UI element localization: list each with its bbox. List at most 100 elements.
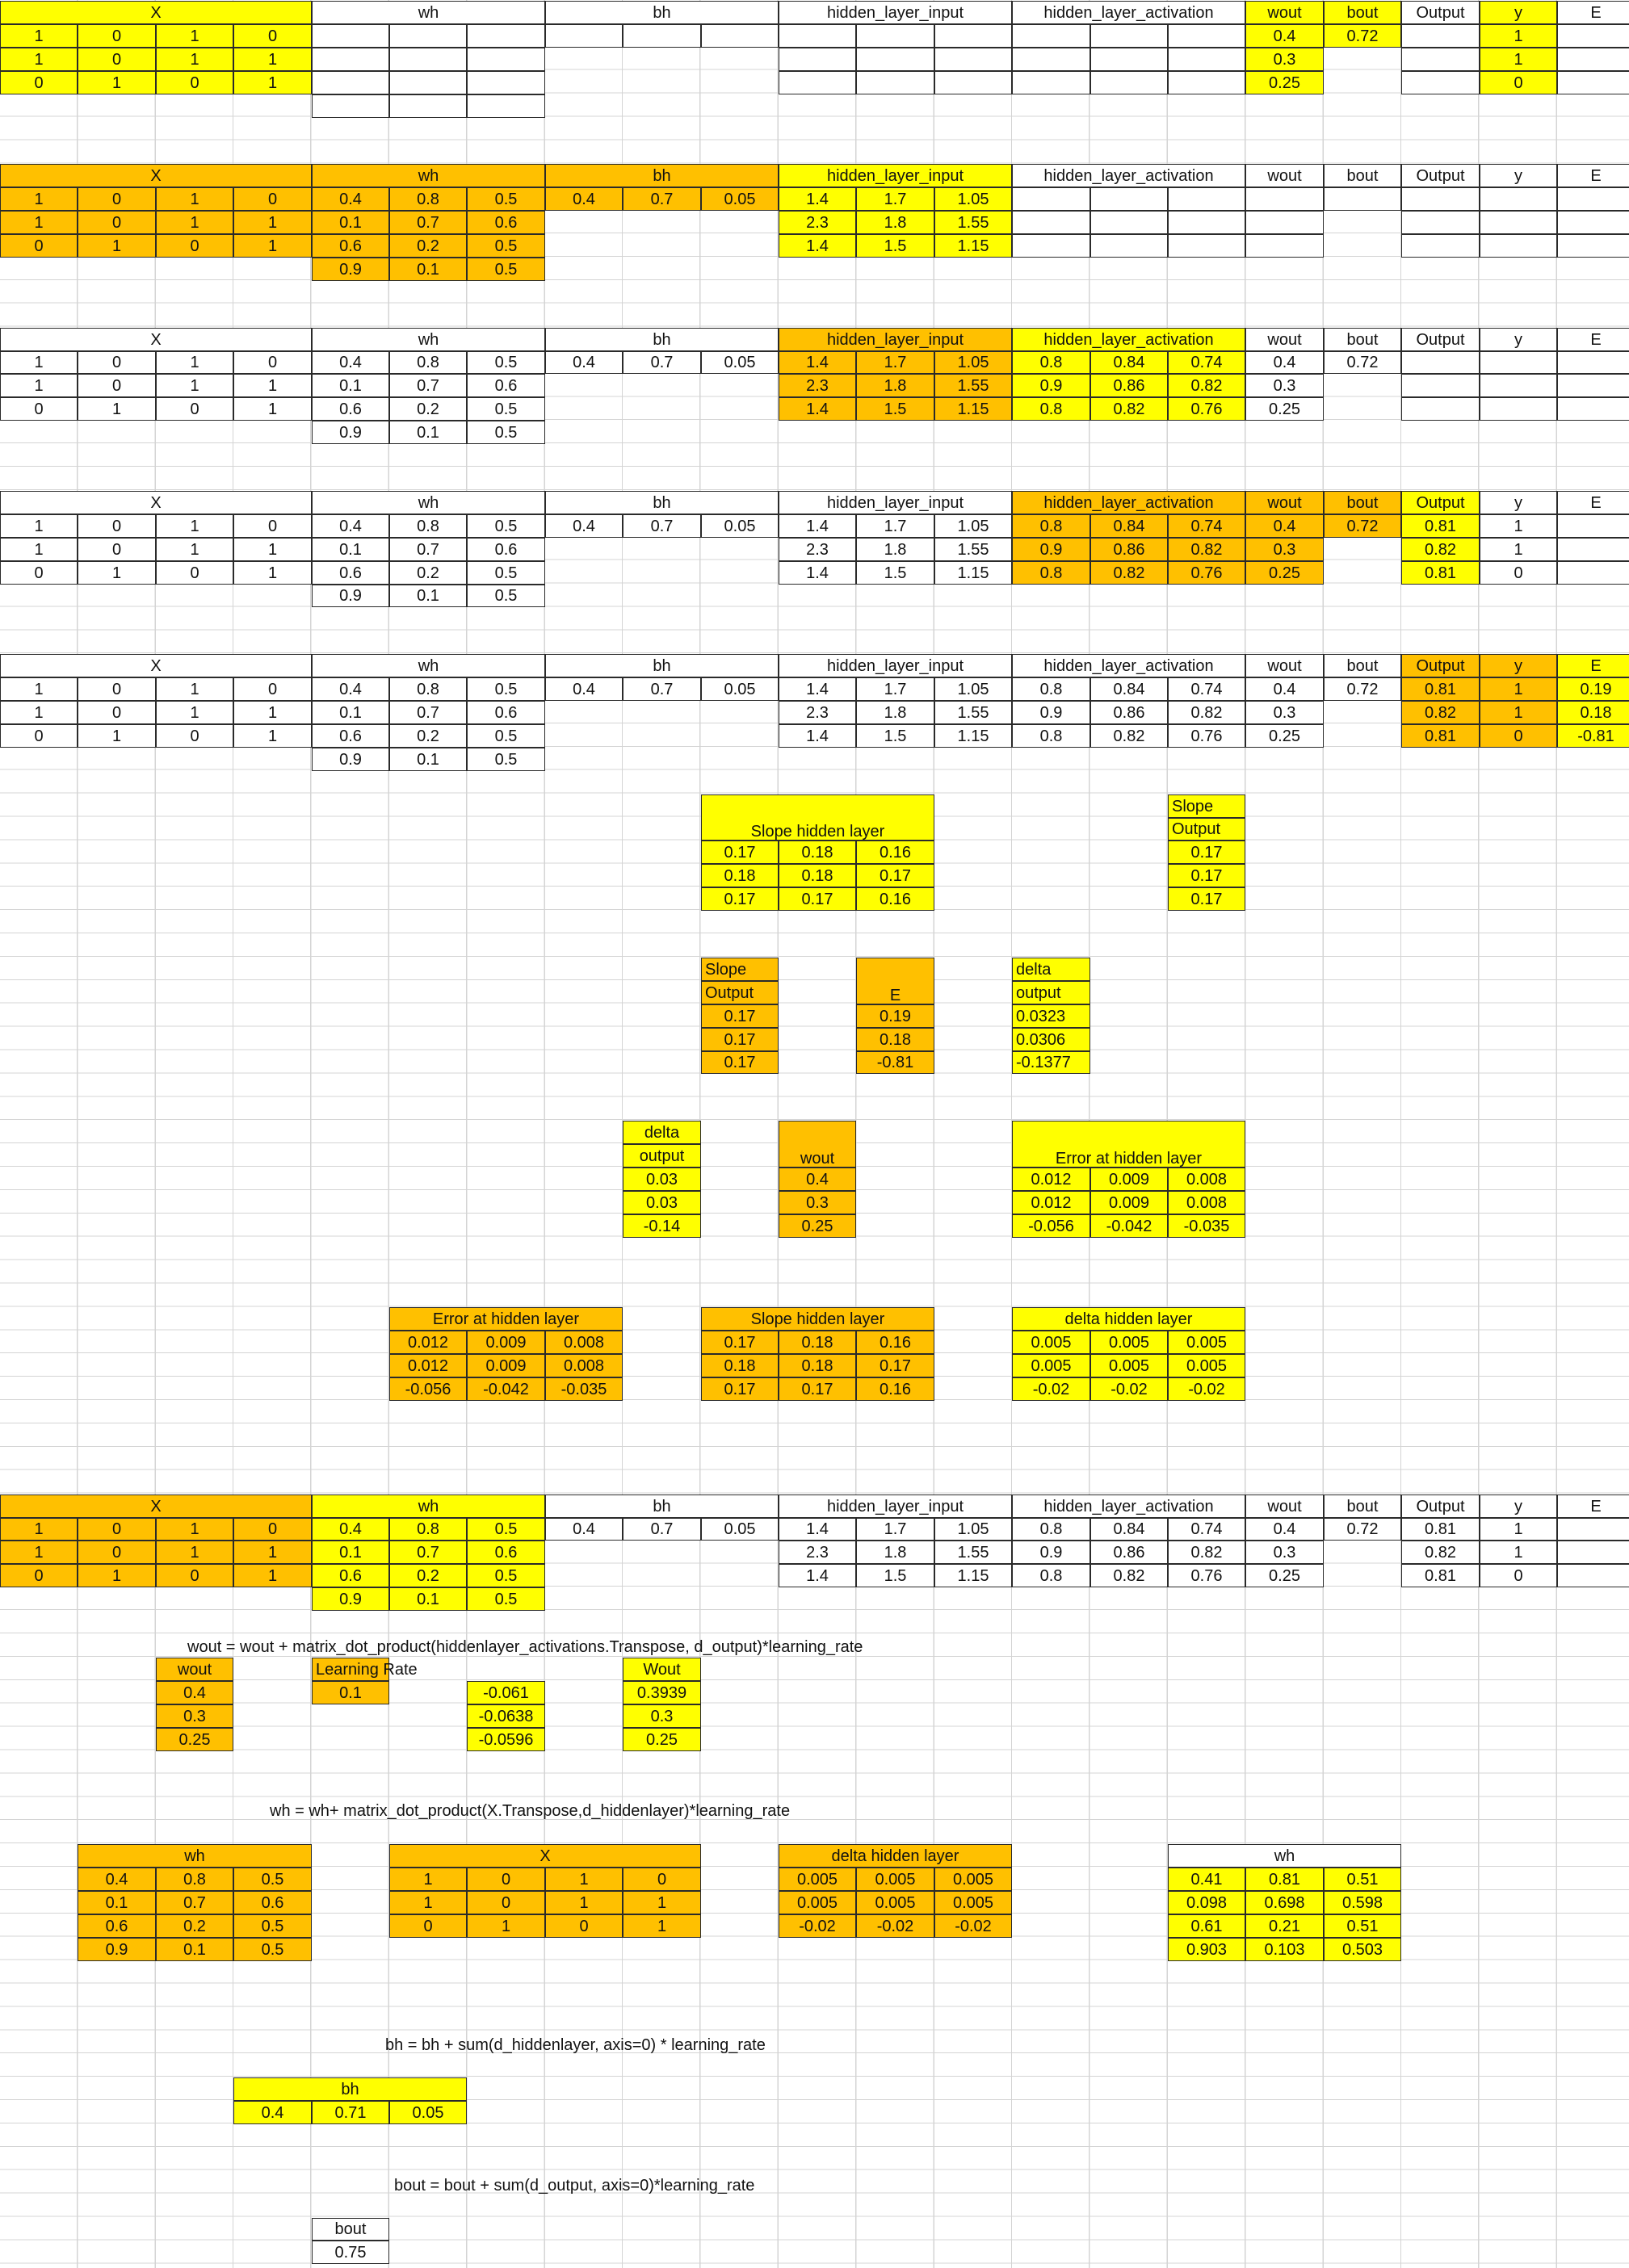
x-value[interactable]: 0 bbox=[78, 187, 156, 211]
x-value[interactable]: 1 bbox=[156, 701, 233, 724]
wh-new-value[interactable]: 0.61 bbox=[1168, 1914, 1245, 1938]
bh-value[interactable]: 0.7 bbox=[623, 677, 701, 701]
wh-value[interactable] bbox=[389, 94, 467, 118]
e-value[interactable] bbox=[1557, 561, 1629, 585]
wh-value[interactable]: 0.6 bbox=[312, 1564, 389, 1587]
x-value[interactable]: 0 bbox=[156, 724, 233, 748]
hidden-input-value[interactable] bbox=[779, 24, 856, 48]
hidden-input-value[interactable]: 1.4 bbox=[779, 234, 856, 258]
slope-output-value[interactable]: 0.17 bbox=[1168, 864, 1245, 887]
hidden-activation-value[interactable]: 0.84 bbox=[1090, 1518, 1168, 1541]
hidden-activation-value[interactable] bbox=[1090, 24, 1168, 48]
bh-value[interactable]: 0.4 bbox=[545, 187, 623, 211]
y-value[interactable]: 0 bbox=[1480, 1564, 1557, 1587]
error-hidden2-value[interactable]: 0.009 bbox=[467, 1354, 545, 1377]
wh-value[interactable]: 0.1 bbox=[389, 258, 467, 281]
hidden-input-value[interactable]: 1.05 bbox=[934, 351, 1012, 374]
slope-output2-value[interactable]: 0.17 bbox=[701, 1004, 779, 1028]
bh-value[interactable]: 0.7 bbox=[623, 351, 701, 374]
wh-new-value[interactable]: 0.41 bbox=[1168, 1868, 1245, 1891]
header-wout[interactable]: wout bbox=[1245, 491, 1324, 514]
hidden-input-value[interactable] bbox=[779, 71, 856, 94]
bout-value[interactable]: 0.72 bbox=[1324, 351, 1401, 374]
error-hidden-value[interactable]: -0.042 bbox=[1090, 1214, 1168, 1238]
x-value[interactable]: 0 bbox=[156, 71, 233, 94]
bh-value[interactable]: 0.05 bbox=[701, 1518, 779, 1541]
wout-update-value[interactable]: 0.4 bbox=[156, 1681, 233, 1704]
wh-value[interactable]: 0.4 bbox=[312, 351, 389, 374]
header-output[interactable]: Output bbox=[1401, 1, 1480, 24]
header-hidden-layer-input[interactable]: hidden_layer_input bbox=[779, 164, 1012, 187]
hidden-input-value[interactable] bbox=[856, 71, 934, 94]
bh-value[interactable]: 0.7 bbox=[623, 1518, 701, 1541]
wh-value[interactable] bbox=[389, 71, 467, 94]
bout-value[interactable]: 0.72 bbox=[1324, 1518, 1401, 1541]
hidden-activation-value[interactable]: 0.74 bbox=[1168, 1518, 1245, 1541]
x-value[interactable]: 0 bbox=[233, 351, 312, 374]
hidden-input-value[interactable]: 1.8 bbox=[856, 1541, 934, 1564]
x-value[interactable]: 1 bbox=[0, 187, 78, 211]
x-update-value[interactable]: 1 bbox=[623, 1891, 701, 1914]
hidden-input-value[interactable]: 1.4 bbox=[779, 351, 856, 374]
slope-hidden2-value[interactable]: 0.17 bbox=[856, 1354, 934, 1377]
delta-hidden-update-value[interactable]: 0.005 bbox=[934, 1868, 1012, 1891]
header-output[interactable]: Output bbox=[1401, 328, 1480, 351]
header-x[interactable]: X bbox=[0, 654, 312, 677]
wh-value[interactable]: 0.5 bbox=[467, 561, 545, 585]
output-value[interactable] bbox=[1401, 397, 1480, 421]
x-value[interactable]: 0 bbox=[0, 724, 78, 748]
header-wh[interactable]: wh bbox=[312, 328, 545, 351]
wh-value[interactable]: 0.2 bbox=[389, 724, 467, 748]
e-value[interactable] bbox=[1557, 24, 1629, 48]
y-value[interactable]: 1 bbox=[1480, 24, 1557, 48]
delta-hidden-update-value[interactable]: 0.005 bbox=[779, 1891, 856, 1914]
header-e[interactable]: E bbox=[1557, 491, 1629, 514]
wout-value[interactable] bbox=[1245, 211, 1324, 234]
wh-value[interactable]: 0.6 bbox=[467, 211, 545, 234]
hidden-activation-value[interactable]: 0.84 bbox=[1090, 514, 1168, 538]
e-value[interactable] bbox=[1557, 514, 1629, 538]
x-update-value[interactable]: 1 bbox=[623, 1914, 701, 1938]
error-hidden-title[interactable]: Error at hidden layer bbox=[1012, 1121, 1245, 1168]
slope-hidden2-value[interactable]: 0.18 bbox=[779, 1354, 856, 1377]
wh-value[interactable] bbox=[467, 48, 545, 71]
error-hidden2-value[interactable]: 0.012 bbox=[389, 1354, 467, 1377]
wh-value[interactable]: 0.5 bbox=[467, 258, 545, 281]
e-value[interactable] bbox=[1557, 374, 1629, 397]
wh-update-value[interactable]: 0.9 bbox=[78, 1938, 156, 1961]
hidden-activation-value[interactable]: 0.74 bbox=[1168, 514, 1245, 538]
wh-new-value[interactable]: 0.698 bbox=[1245, 1891, 1324, 1914]
hidden-input-value[interactable]: 1.8 bbox=[856, 701, 934, 724]
header-bout[interactable]: bout bbox=[1324, 654, 1401, 677]
header-y[interactable]: y bbox=[1480, 1, 1557, 24]
header-e[interactable]: E bbox=[1557, 328, 1629, 351]
hidden-input-value[interactable]: 1.05 bbox=[934, 514, 1012, 538]
header-y[interactable]: y bbox=[1480, 491, 1557, 514]
hidden-input-value[interactable]: 1.15 bbox=[934, 397, 1012, 421]
delta-hidden-update-value[interactable]: 0.005 bbox=[934, 1891, 1012, 1914]
header-e[interactable]: E bbox=[1557, 164, 1629, 187]
hidden-activation-value[interactable]: 0.8 bbox=[1012, 1518, 1090, 1541]
x-value[interactable]: 1 bbox=[156, 351, 233, 374]
wh-new-title[interactable]: wh bbox=[1168, 1844, 1401, 1868]
delta-hidden-value[interactable]: 0.005 bbox=[1090, 1331, 1168, 1354]
wout3-title[interactable]: wout bbox=[779, 1121, 856, 1168]
hidden-input-value[interactable]: 2.3 bbox=[779, 1541, 856, 1564]
header-y[interactable]: y bbox=[1480, 164, 1557, 187]
x-value[interactable]: 1 bbox=[156, 1541, 233, 1564]
wh-value[interactable]: 0.1 bbox=[389, 748, 467, 771]
wh-update-value[interactable]: 0.5 bbox=[233, 1868, 312, 1891]
error-hidden-value[interactable]: -0.035 bbox=[1168, 1214, 1245, 1238]
header-wh[interactable]: wh bbox=[312, 1495, 545, 1518]
hidden-activation-value[interactable]: 0.9 bbox=[1012, 538, 1090, 561]
x-value[interactable]: 0 bbox=[0, 1564, 78, 1587]
x-value[interactable]: 1 bbox=[233, 724, 312, 748]
wh-value[interactable] bbox=[389, 48, 467, 71]
hidden-input-value[interactable]: 1.5 bbox=[856, 1564, 934, 1587]
x-value[interactable]: 1 bbox=[78, 234, 156, 258]
wout-new-value[interactable]: 0.3939 bbox=[623, 1681, 701, 1704]
x-value[interactable]: 1 bbox=[156, 1518, 233, 1541]
bout-new-title[interactable]: bout bbox=[312, 2218, 389, 2241]
hidden-input-value[interactable]: 1.8 bbox=[856, 211, 934, 234]
hidden-input-value[interactable]: 1.8 bbox=[856, 374, 934, 397]
